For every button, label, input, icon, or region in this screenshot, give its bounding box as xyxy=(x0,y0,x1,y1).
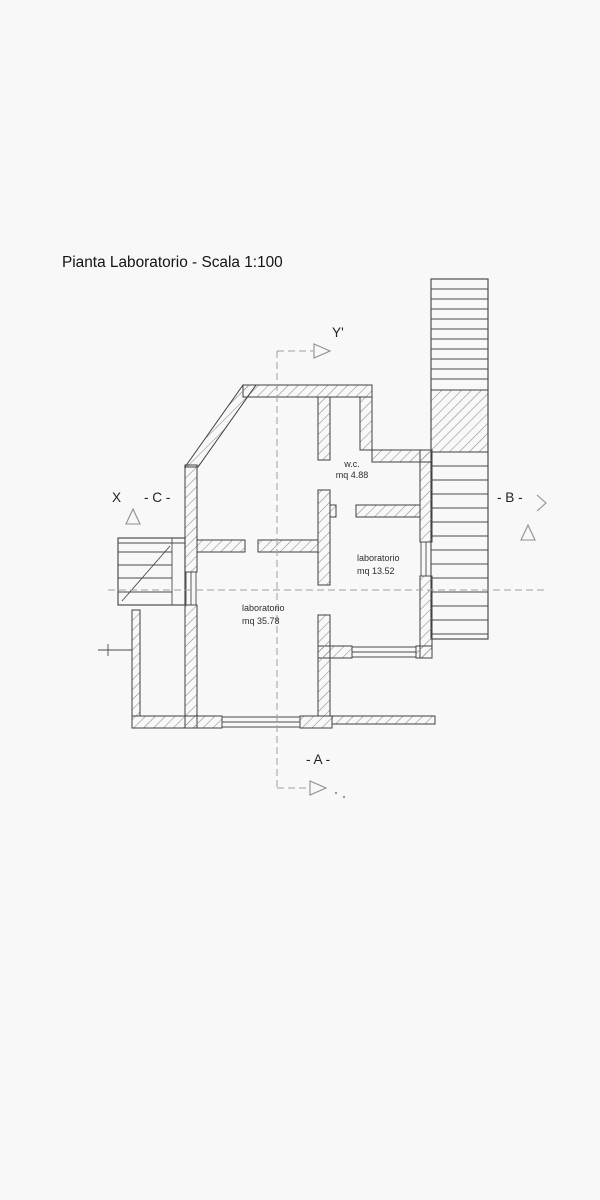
window-right-wall xyxy=(420,541,432,577)
room-wc-name: w.c. xyxy=(343,459,360,469)
section-arrow-y-icon xyxy=(313,343,332,359)
section-label-c: - C - xyxy=(144,490,170,505)
room-lab-small-area: mq 13.52 xyxy=(357,566,395,576)
wall-exterior-spur xyxy=(131,609,141,717)
staircase-treads-lower xyxy=(431,465,488,635)
wall-wc-bottom-right xyxy=(355,504,421,518)
exterior-stair-treads xyxy=(118,538,185,605)
wall-lab-small-bottom-right xyxy=(415,645,433,659)
room-label-lab-small: laboratorio mq 13.52 xyxy=(357,553,400,576)
door-left-wall xyxy=(185,571,197,606)
room-label-lab-large: laboratorio mq 35.78 xyxy=(242,603,285,626)
wall-interior-vertical-lower xyxy=(317,614,331,717)
wall-notch-vertical xyxy=(359,396,373,451)
wall-hall-stub-right xyxy=(257,539,319,553)
exterior-stair-outline xyxy=(117,537,186,606)
section-b-chevron-icon xyxy=(536,494,547,512)
section-lines xyxy=(108,343,547,799)
wall-bottom-mid xyxy=(299,715,333,729)
staircase-outline xyxy=(430,278,489,640)
exterior-walls xyxy=(131,384,436,729)
wall-interior-vertical-upper xyxy=(317,396,331,461)
section-label-a: - A - xyxy=(306,752,330,767)
section-arrow-b-icon xyxy=(520,523,536,541)
staircase-landing-wall xyxy=(430,389,489,453)
wall-left-lower xyxy=(184,604,198,729)
staircase-treads-upper xyxy=(431,288,488,380)
wall-left-upper xyxy=(184,464,198,573)
room-lab-large-area: mq 35.78 xyxy=(242,616,280,626)
wall-bottom-left xyxy=(131,715,223,729)
room-label-wc: w.c. mq 4.88 xyxy=(336,459,369,480)
window-lab-small-bottom xyxy=(351,646,417,658)
site-cross-mark xyxy=(98,644,132,656)
section-label-b: - B - xyxy=(497,490,523,505)
room-lab-small-name: laboratorio xyxy=(357,553,400,563)
wall-diagonal xyxy=(184,384,257,468)
section-arrow-x-icon xyxy=(125,507,141,525)
window-bottom-large-room xyxy=(221,716,301,728)
wall-top xyxy=(242,384,373,398)
main-staircase xyxy=(430,278,489,640)
wall-bottom-right-bar xyxy=(331,715,436,725)
section-label-y-prime: Y' xyxy=(332,325,344,340)
exterior-stair-diagonal xyxy=(121,545,171,602)
wall-notch-horizontal xyxy=(371,449,433,463)
wall-right-upper xyxy=(419,449,433,543)
wall-hall-stub-left xyxy=(196,539,246,553)
exterior-stair xyxy=(98,537,186,656)
windows xyxy=(185,541,432,728)
wall-interior-vertical-mid xyxy=(317,489,331,586)
section-a-dot-1 xyxy=(334,791,338,795)
room-lab-large-name: laboratorio xyxy=(242,603,285,613)
wall-wc-bottom-left xyxy=(329,504,337,518)
section-arrow-a-icon xyxy=(309,780,328,796)
interior-walls xyxy=(196,396,421,717)
room-wc-area: mq 4.88 xyxy=(336,470,369,480)
section-label-x: X xyxy=(112,490,121,505)
section-a-dot-2 xyxy=(342,795,346,799)
drawing-title: Pianta Laboratorio - Scala 1:100 xyxy=(62,254,283,271)
